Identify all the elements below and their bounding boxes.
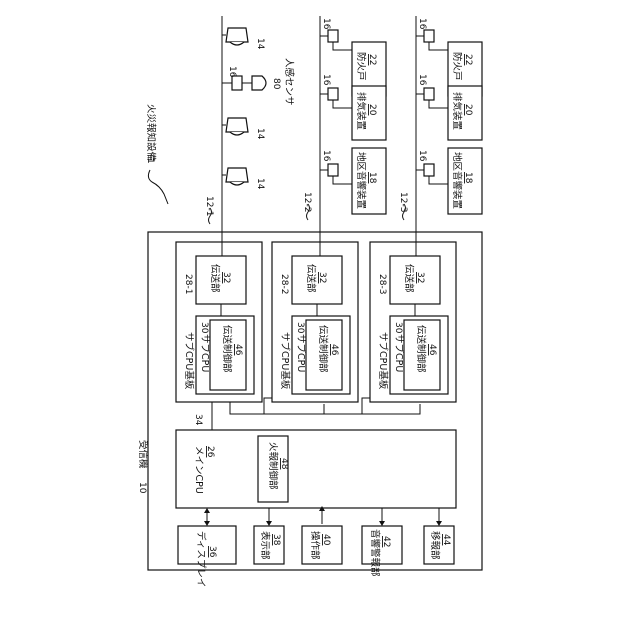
detector-3-ref: 14	[255, 178, 265, 190]
line-2-ref: 12-2	[302, 192, 312, 212]
fire-alarm-control-ref: 48	[279, 458, 289, 470]
board-1-tx-ref: 32	[221, 272, 231, 283]
terminal-icon	[328, 88, 338, 100]
line-2-area-acoustic-ref: 18	[367, 172, 377, 184]
line-2-exhaust-ref: 20	[367, 104, 377, 116]
line-3-fire-door-label: 防火戸	[451, 52, 463, 81]
board-3-cpu-label: サブCPU	[393, 334, 405, 372]
detector-icon	[226, 118, 248, 132]
detector-icon	[226, 28, 248, 42]
fire-alarm-control-label: 火報制御部	[267, 442, 279, 490]
receiver-ref: 10	[137, 482, 147, 494]
line-3-terminal-ref-2: 16	[417, 74, 427, 86]
system-ref: 1	[145, 158, 155, 164]
board-2-tx-ref: 32	[317, 272, 327, 283]
board-2-tx-label: 伝送部	[305, 264, 317, 293]
board-3-ctrl-label: 伝送制御部	[415, 325, 427, 373]
line-3-exhaust-ref: 20	[463, 104, 473, 116]
line-2-terminal-ref-2: 16	[321, 74, 331, 86]
peripheral-ref-acoustic-alarm: 42	[381, 536, 391, 547]
human-sensor-label: 人感センサ	[283, 58, 295, 106]
board-3-tx-ref: 32	[415, 272, 425, 283]
terminal-icon	[328, 30, 338, 42]
peripheral-label-relay: 移報部	[429, 531, 441, 560]
peripheral-label-indicator: 表示部	[259, 531, 271, 560]
board-1-label: サブCPU基板	[183, 332, 195, 390]
board-2-ref: 28-2	[279, 274, 289, 294]
system-label: 火災報知設備	[145, 104, 157, 161]
board-3-cpu-ref: 30	[393, 322, 403, 334]
line-2-exhaust-label: 排気装置	[355, 92, 367, 130]
line-3-fire-door-ref: 22	[463, 54, 473, 65]
human-sensor-group	[222, 76, 266, 90]
line-3-terminal-ref: 16	[417, 150, 427, 162]
detector-1-ref: 14	[255, 38, 265, 50]
board-2-ctrl-ref: 46	[329, 344, 339, 356]
detector-icon	[226, 168, 248, 182]
human-sensor-ref: 80	[271, 78, 281, 90]
peripheral-ref-display: 36	[207, 546, 217, 558]
human-sensor-icon	[252, 76, 266, 90]
terminal-icon	[328, 164, 338, 176]
terminal-icon	[424, 164, 434, 176]
board-3-tx-label: 伝送部	[403, 264, 415, 293]
board-3-ref: 28-3	[377, 274, 387, 294]
main-cpu-box	[176, 430, 456, 508]
board-2-cpu-label: サブCPU	[295, 334, 307, 372]
main-cpu-ref: 26	[205, 446, 215, 458]
board-3-label: サブCPU基板	[377, 332, 389, 390]
line-2-fire-door-ref: 22	[367, 54, 377, 65]
peripheral-label-acoustic-alarm: 音響警報部	[369, 529, 381, 577]
bus-ref: 34	[193, 414, 203, 426]
board-2-cpu-ref: 30	[295, 322, 305, 334]
line-3-terminal-ref-3: 16	[417, 18, 427, 30]
line-3-ref: 12-3	[398, 192, 408, 212]
line-3-area-acoustic-ref: 18	[463, 172, 473, 184]
transmission-lines	[222, 16, 416, 256]
human-sensor-terminal-ref: 16	[227, 66, 237, 78]
detector-icons	[222, 28, 248, 185]
peripheral-ref-indicator: 38	[271, 534, 281, 546]
board-1-tx-label: 伝送部	[209, 264, 221, 293]
main-cpu-label: メインCPU	[193, 446, 204, 494]
board-1-cpu-label: サブCPU	[199, 334, 211, 372]
board-2-label: サブCPU基板	[279, 332, 291, 390]
board-3-ctrl-ref: 46	[427, 344, 437, 356]
system-leader	[148, 170, 168, 204]
line-2-terminal-ref: 16	[321, 150, 331, 162]
receiver-label: 受信機	[137, 440, 149, 469]
board-1-ctrl-ref: 46	[233, 344, 243, 356]
detector-2-ref: 14	[255, 128, 265, 140]
line-3-area-acoustic-label: 地区音響装置	[451, 152, 463, 209]
line-1-ref: 12-1	[204, 196, 214, 216]
line-2-area-acoustic-label: 地区音響装置	[355, 152, 367, 209]
peripheral-ref-operation: 40	[321, 534, 331, 546]
line-3-exhaust-label: 排気装置	[451, 92, 463, 130]
terminal-icon	[424, 88, 434, 100]
board-2-ctrl-label: 伝送制御部	[317, 325, 329, 373]
line-2-terminal-ref-3: 16	[321, 18, 331, 30]
peripheral-ref-relay: 44	[441, 534, 451, 546]
line-2-fire-door-label: 防火戸	[355, 52, 367, 81]
board-1-ref: 28-1	[183, 274, 193, 294]
peripheral-label-display: ディスプレイ	[195, 531, 207, 587]
board-1-ctrl-label: 伝送制御部	[221, 325, 233, 373]
board-1-cpu-ref: 30	[199, 322, 209, 334]
terminal-icon	[424, 30, 434, 42]
terminal-icon	[232, 76, 242, 90]
peripheral-label-operation: 操作部	[309, 531, 321, 560]
peripheral-box-display	[178, 526, 236, 564]
